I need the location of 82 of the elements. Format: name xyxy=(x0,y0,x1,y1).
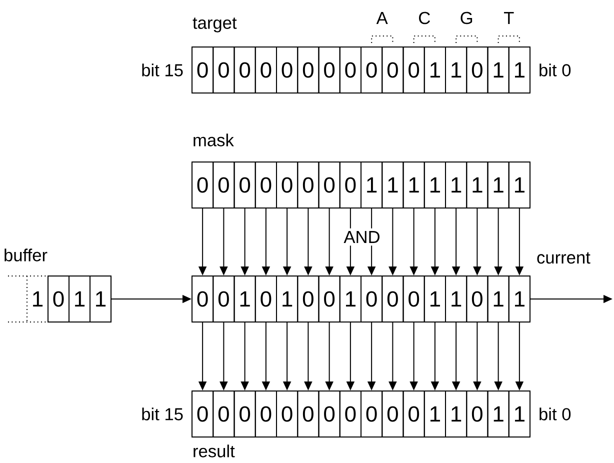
bit-cell: 1 xyxy=(424,390,446,438)
bit-cell: 0 xyxy=(466,276,488,322)
operator-label: AND xyxy=(341,228,383,246)
bit-cell: 0 xyxy=(192,390,214,438)
bit-cell: 0 xyxy=(402,390,425,438)
register-label: buffer xyxy=(4,248,48,262)
bit-cell: 0 xyxy=(192,162,214,208)
bit-cell: 0 xyxy=(318,46,340,94)
bit-cell: 1 xyxy=(424,162,446,208)
bit-cell: 0 xyxy=(276,390,298,438)
bit-cell: 0 xyxy=(48,276,70,322)
bit-cell: 1 xyxy=(487,46,510,94)
bit-cell: 1 xyxy=(508,390,530,438)
bit-cell: 0 xyxy=(254,46,277,94)
bit-cell: 0 xyxy=(276,46,298,94)
register-label: result xyxy=(194,444,235,458)
bit-cell: 1 xyxy=(487,390,510,438)
bit-cell: 0 xyxy=(276,162,298,208)
bit-cell: 1 xyxy=(445,46,468,94)
bit-cell: 1 xyxy=(487,276,510,322)
bit-cell: 1 xyxy=(382,162,404,208)
bit-cell: 1 xyxy=(487,162,510,208)
bit-cell: 0 xyxy=(382,46,404,94)
register-label: current xyxy=(537,252,590,264)
letter-label: C xyxy=(419,12,430,24)
register-label: mask xyxy=(194,134,234,146)
bit-cell: 1 xyxy=(508,162,530,208)
bit-label: bit 15 xyxy=(142,64,183,76)
bit-cell: 1 xyxy=(508,276,530,322)
bit-cell: 0 xyxy=(318,390,340,438)
bit-cell: 0 xyxy=(254,276,277,322)
bit-label: bit 0 xyxy=(540,64,571,76)
bit-cell: 0 xyxy=(360,46,383,94)
bit-cell: 1 xyxy=(276,276,298,322)
letter-label: T xyxy=(504,12,514,24)
bit-cell: 1 xyxy=(445,390,468,438)
bit-cell: 0 xyxy=(212,46,235,94)
bit-cell: 0 xyxy=(234,162,256,208)
bit-cell: 0 xyxy=(402,276,425,322)
bit-cell: 0 xyxy=(297,276,320,322)
letter-label: A xyxy=(376,12,388,24)
bit-cell: 0 xyxy=(192,276,214,322)
bit-cell: 0 xyxy=(234,390,256,438)
bit-cell: 1 xyxy=(445,276,468,322)
bit-cell: 1 xyxy=(339,276,362,322)
bit-cell: 0 xyxy=(339,162,362,208)
bit-cell: 0 xyxy=(254,162,277,208)
bit-cell: 0 xyxy=(382,276,404,322)
letter-label: G xyxy=(460,12,472,24)
bit-cell: 0 xyxy=(297,390,320,438)
bit-cell: 1 xyxy=(90,276,112,322)
bit-cell: 1 xyxy=(466,162,488,208)
bit-cell: 0 xyxy=(254,390,277,438)
bit-cell: 1 xyxy=(424,46,446,94)
bit-cell: 1 xyxy=(424,276,446,322)
bit-cell: 0 xyxy=(360,276,383,322)
bit-cell: 0 xyxy=(212,162,235,208)
bit-cell: 0 xyxy=(339,390,362,438)
bit-cell: 0 xyxy=(339,46,362,94)
bit-label: bit 15 xyxy=(142,408,183,420)
bit-cell: 0 xyxy=(212,276,235,322)
bit-cell: 0 xyxy=(192,46,214,94)
bit-cell: 1 xyxy=(360,162,383,208)
bit-cell: 0 xyxy=(318,276,340,322)
bit-cell: 1 xyxy=(445,162,468,208)
bit-cell: 0 xyxy=(466,46,488,94)
bit-cell: 1 xyxy=(68,276,90,322)
bit-cell: 0 xyxy=(297,162,320,208)
register-label: target xyxy=(192,18,237,32)
bit-cell: 1 xyxy=(234,276,256,322)
bit-cell: 0 xyxy=(234,46,256,94)
bit-cell: 0 xyxy=(466,390,488,438)
bit-cell: 0 xyxy=(360,390,383,438)
bit-cell: 0 xyxy=(318,162,340,208)
bit-cell: 0 xyxy=(382,390,404,438)
bit-cell: 1 xyxy=(508,46,530,94)
bit-cell: 0 xyxy=(402,46,425,94)
bit-cell: 1 xyxy=(402,162,425,208)
dotted-bit-cell: 1 xyxy=(8,276,48,322)
bit-cell: 0 xyxy=(297,46,320,94)
bit-cell: 0 xyxy=(212,390,235,438)
bit-label: bit 0 xyxy=(540,408,571,420)
